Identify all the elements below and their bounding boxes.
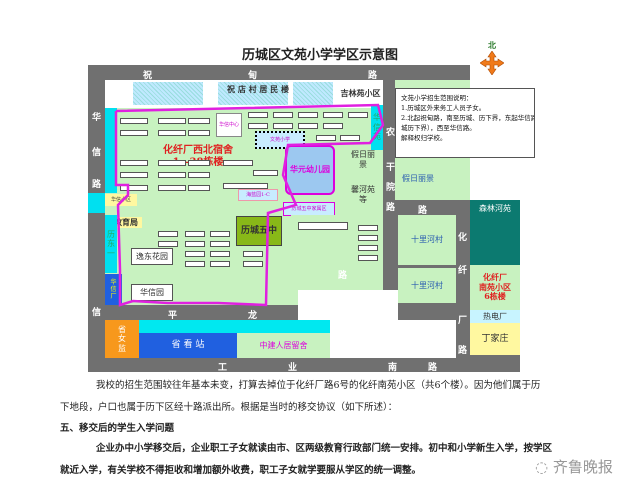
zhongjian-dorm: 中建人居留舍 xyxy=(237,333,330,358)
jiaoyu-ju: 教育局 xyxy=(110,217,142,228)
dingjia-village: 丁家庄 xyxy=(470,323,520,355)
wechat-icon: ◌ xyxy=(535,458,549,476)
compass: 北 xyxy=(478,40,506,79)
jiari-lijing-1: 假日丽景 xyxy=(351,150,375,169)
huaxin-yuan: 华信园 xyxy=(131,284,173,301)
cyan-block-left: 历东一 xyxy=(105,215,117,273)
road-label: 业 xyxy=(288,363,298,373)
road-label: 平 xyxy=(168,311,178,321)
road-label: 工 xyxy=(218,363,228,373)
senlin-heyuan: 森林河苑 xyxy=(470,200,520,265)
blue-block-left: 华信厂 xyxy=(105,274,122,305)
road-label: 路 xyxy=(386,203,396,213)
road-label: 华 xyxy=(92,113,102,123)
shili-village-2: 十里河村 xyxy=(398,268,456,303)
watermark: ◌ 齐鲁晚报 xyxy=(535,458,613,476)
legend-box: 文苑小学招生范围说明： 1.历城区外来务工人员子女。 2.北起祝甸路，南至历城、… xyxy=(395,88,535,158)
small-label-1: 华信中心 xyxy=(216,113,242,137)
legend-line: 解释权归学校。 xyxy=(401,134,447,143)
road-label: 甸 xyxy=(248,71,258,81)
jilin-community: 吉林苑小区 xyxy=(338,80,383,108)
small-label-2: 华信小区 xyxy=(105,194,137,206)
legend-line: 2.北起祝甸路，南至历城、历下界，东起华信路（历 xyxy=(401,114,534,123)
paragraph-1: 我校的招生范围较往年基本未变，打算去掉位于化纤厂路6号的化纤南苑小区（共6个楼）… xyxy=(96,380,541,391)
district-boundary xyxy=(114,103,385,307)
women-prison: 省女监 xyxy=(105,320,139,358)
road-label: 路 xyxy=(343,311,353,321)
road-label: 厂 xyxy=(458,316,468,326)
road-label: 路 xyxy=(368,71,378,81)
yidong-garden: 逸东花园 xyxy=(131,248,173,265)
legend-heading: 文苑小学招生范围说明： xyxy=(401,94,473,102)
road-label: 路 xyxy=(92,180,102,190)
legend-line: 城历下界），西至华信路。 xyxy=(401,124,476,133)
zhudian-residential: 祝 店 村 居 民 楼 xyxy=(227,84,289,95)
paragraph-4: 就近入学，有关学校不得拒收和增加额外收费，职工子女就学要服从学区的统一调整。 xyxy=(60,465,422,476)
road-label: 路 xyxy=(338,271,348,281)
compass-arrow-icon xyxy=(479,50,505,76)
road-label: 信 xyxy=(92,308,102,318)
xinhe-yuan: 馨河苑等 xyxy=(351,185,375,204)
section-heading: 五、移交后的学生入学问题 xyxy=(60,423,175,434)
shili-village-1: 十里河村 xyxy=(398,215,456,265)
road-label: 干 xyxy=(386,163,396,173)
paragraph-3: 企业办中小学移交后，企业职工子女就读由市、区两级教育行政部门统一安排。初中和小学… xyxy=(96,443,553,454)
map-title: 历城区文苑小学学区示意图 xyxy=(241,48,398,63)
road-label: 祝 xyxy=(143,71,153,81)
kindergarten: 华元幼儿园 xyxy=(285,145,335,195)
road-label: 路 xyxy=(458,346,468,356)
road-label: 农 xyxy=(386,128,396,138)
road-label: 院 xyxy=(386,183,396,193)
road-label: 化 xyxy=(458,233,468,243)
paragraph-2: 下地段，户口也属于历下区经十路派出所。根据是当时的移交协议（如下所述）： xyxy=(60,402,398,413)
north-label: 北 xyxy=(488,40,496,50)
kanshou-station: 省 看 站 xyxy=(139,333,237,358)
power-plant: 热电厂 xyxy=(470,310,520,323)
small-label-3: 海蓝园1-C xyxy=(238,189,278,201)
legend-line: 1.历城区外来务工人员子女。 xyxy=(401,104,486,113)
wuzhong-school: 历城五中 xyxy=(236,216,282,246)
road-label: 纤 xyxy=(458,266,468,276)
road-label: 龙 xyxy=(248,311,258,321)
road-label: 信 xyxy=(92,148,102,158)
road-label: 南 xyxy=(388,363,398,373)
jiari-lijing-2: 假日丽景 xyxy=(402,174,434,184)
road-label: 路 xyxy=(428,363,438,373)
road-label: 路 xyxy=(418,206,428,216)
